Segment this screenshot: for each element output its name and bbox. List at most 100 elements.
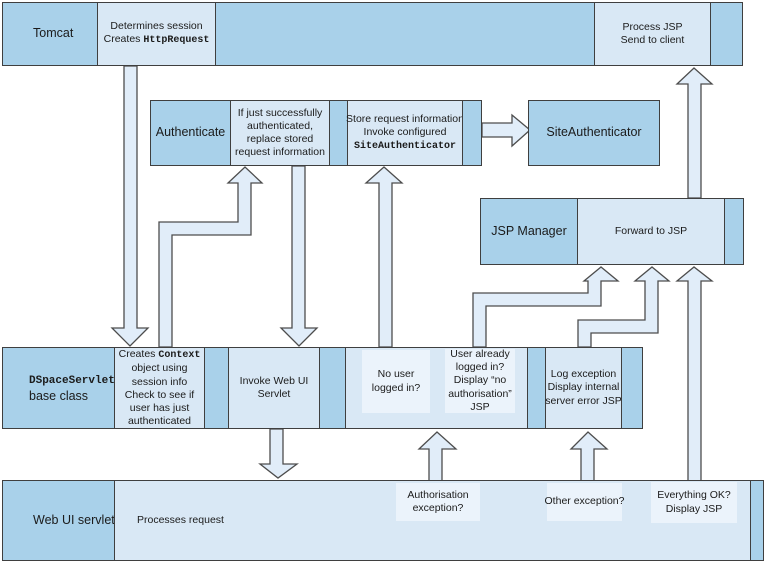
jsp-manager-label-line: JSP Manager <box>491 224 567 240</box>
text-segment: JSP <box>470 400 490 413</box>
webui-filler-right <box>750 480 764 561</box>
webui-everything-ok-panel: Everything OK?Display JSP <box>651 482 737 523</box>
arrow-forward-to-processjsp <box>675 67 714 199</box>
jsp-filler-right <box>724 198 744 265</box>
authenticate-store-request-box-line: Invoke configured <box>364 126 447 139</box>
authenticate-label-line: Authenticate <box>156 125 226 141</box>
text-segment: base class <box>29 388 89 403</box>
text-segment: Creates <box>118 347 159 360</box>
text-segment: Processes request <box>137 513 224 526</box>
siteauthenticator-box: SiteAuthenticator <box>528 100 660 166</box>
authenticate-label: Authenticate <box>150 100 231 166</box>
dspace-invoke-webui-box-line: Servlet <box>258 388 291 401</box>
text-segment: Display “no <box>453 374 507 387</box>
text-segment: Forward to JSP <box>614 224 688 237</box>
text-segment: user has just <box>129 401 190 414</box>
arrow-otherexception-to-dspace <box>569 431 609 485</box>
text-segment: DSpaceServlet <box>29 374 115 387</box>
text-segment: SiteAuthenticator <box>353 140 457 152</box>
tomcat-process-jsp-line: Process JSP <box>622 21 682 34</box>
tomcat-label-line: Tomcat <box>33 26 73 42</box>
text-segment: Invoke Web UI <box>239 374 309 387</box>
text-segment: logged in? <box>455 361 505 374</box>
dspace-filler-4 <box>621 347 643 429</box>
text-segment: Web UI servlet <box>33 512 115 527</box>
jsp-manager-label: JSP Manager <box>480 198 578 265</box>
text-segment: If just successfully <box>237 106 323 119</box>
dspace-creates-context-box-line: session info <box>132 376 187 389</box>
dspace-creates-context-box-line: object using <box>131 362 187 375</box>
authenticate-store-request-box-line: Store request information <box>346 113 464 126</box>
dspace-creates-context-box-line: Check to see if <box>125 389 194 402</box>
text-segment: User already <box>450 348 510 361</box>
tomcat-label: Tomcat <box>2 2 98 66</box>
text-segment: exception? <box>412 502 464 514</box>
arrow-authexception-to-dspace <box>417 431 458 485</box>
dspace-creates-context-box-line: user has just <box>130 402 190 415</box>
webui-other-exception-panel: Other exception? <box>545 483 625 521</box>
text-segment: server error JSP <box>545 394 622 407</box>
dspace-no-user-panel-line: logged in? <box>372 382 420 395</box>
webui-label-line: Web UI servlet <box>33 513 115 529</box>
webui-other-exception-panel-line: Other exception? <box>545 495 625 508</box>
webui-everything-ok-panel-line: Display JSP <box>666 503 723 516</box>
dspace-filler-3 <box>527 347 546 429</box>
webui-everything-ok-panel-line: Everything OK? <box>657 489 731 502</box>
text-segment: Authenticate <box>155 125 226 140</box>
text-segment: object using <box>131 362 188 375</box>
dspace-user-already-panel-line: authorisation” <box>448 388 512 401</box>
arrow-nouser-to-store <box>364 166 404 348</box>
text-segment: HttpRequest <box>143 35 210 47</box>
text-segment: JSP Manager <box>491 223 567 238</box>
siteauthenticator-box-line: SiteAuthenticator <box>546 125 641 141</box>
text-segment: request information <box>235 146 325 159</box>
authenticate-if-just-box-line: request information <box>235 146 325 159</box>
text-segment: Everything OK? <box>657 489 731 502</box>
dspace-filler-2 <box>319 347 346 429</box>
text-segment: authenticated, <box>247 119 313 132</box>
dspace-user-already-panel-line: logged in? <box>456 361 504 374</box>
text-segment: session info <box>131 375 188 388</box>
text-segment: authorisation” <box>448 387 512 400</box>
authenticate-if-just-box-line: If just successfully <box>238 107 323 120</box>
dspace-creates-context-box-line: Creates Context <box>119 348 201 363</box>
text-segment: Send to client <box>620 34 685 46</box>
jsp-forward-box-line: Forward to JSP <box>615 225 687 238</box>
authenticate-store-request-box-line: SiteAuthenticator <box>354 139 456 154</box>
authenticate-if-just-box-line: authenticated, <box>247 120 313 133</box>
dspace-creates-context-box-line: authenticated <box>128 415 191 428</box>
arrow-context-to-authenticate <box>158 166 264 348</box>
text-segment: Other exception? <box>544 495 625 508</box>
arrow-invoke-to-webui <box>258 428 299 479</box>
arrow-logexception-to-forward <box>577 266 671 348</box>
text-segment: Creates <box>103 33 144 46</box>
dspace-filler-1 <box>204 347 229 429</box>
text-segment: Process JSP <box>622 20 683 33</box>
dspace-log-exception-box-line: Log exception <box>551 368 616 381</box>
text-segment: replace stored <box>246 133 314 145</box>
tomcat-row-filler <box>215 2 595 66</box>
webui-authorisation-exception-panel-line: exception? <box>413 502 464 515</box>
webui-authorisation-exception-panel-line: Authorisation <box>407 489 468 502</box>
arrow-store-to-siteauthenticator <box>481 113 531 148</box>
text-segment: Context <box>158 349 201 361</box>
text-segment: logged in? <box>371 381 421 394</box>
authenticate-filler <box>329 100 348 166</box>
dspace-no-user-panel-line: No user <box>378 368 415 381</box>
dspace-user-already-panel-line: User already <box>450 348 510 361</box>
arrow-authenticate-to-invoke <box>279 165 319 347</box>
text-segment: authenticated <box>127 414 192 427</box>
